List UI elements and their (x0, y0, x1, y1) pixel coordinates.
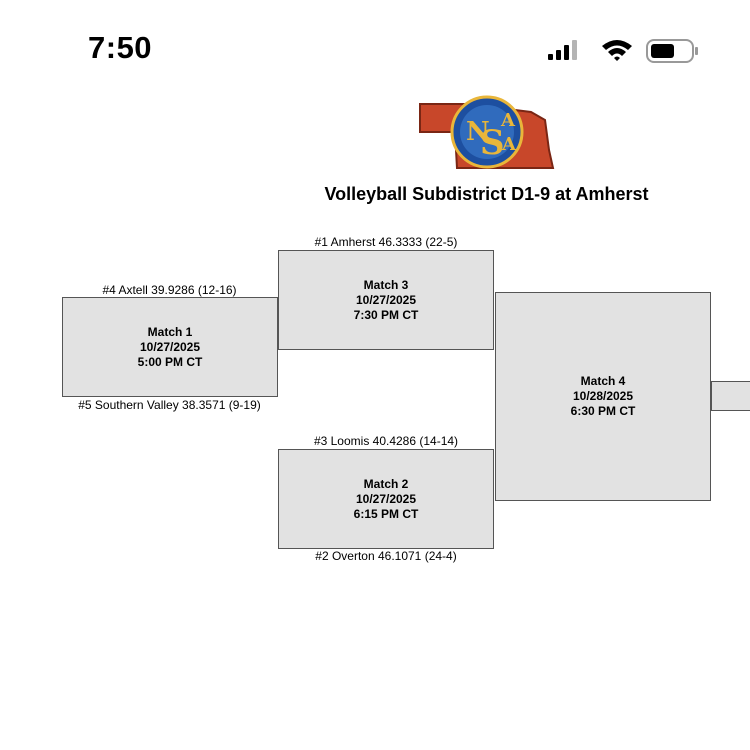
match-3-name: Match 3 (363, 277, 409, 292)
team-seed3-label: #3 Loomis 40.4286 (14-14) (313, 434, 459, 448)
wifi-icon (602, 40, 632, 61)
bracket-title: Volleyball Subdistrict D1-9 at Amherst (324, 184, 649, 204)
svg-text:N: N (466, 117, 490, 147)
svg-text:S: S (480, 123, 505, 163)
nsaa-logo: N S A A (417, 92, 555, 172)
svg-text:A: A (501, 134, 517, 155)
match-4-time: 6:30 PM CT (570, 404, 636, 418)
match-1-name: Match 1 (147, 324, 193, 339)
match-3-time: 7:30 PM CT (353, 307, 419, 322)
match-1-time: 5:00 PM CT (137, 354, 203, 369)
match-4-name: Match 4 (580, 374, 626, 388)
battery-icon (646, 39, 698, 63)
svg-text:A: A (500, 110, 516, 131)
team-seed5-label: #5 Southern Valley 38.3571 (9-19) (78, 398, 261, 412)
status-time: 7:50 (88, 30, 153, 65)
match-3-box[interactable]: Match 3 10/27/2025 7:30 PM CT (278, 250, 494, 350)
team-seed2-label: #2 Overton 46.1071 (24-4) (315, 549, 457, 563)
match-3-date: 10/27/2025 (355, 292, 417, 307)
match-2-box[interactable]: Match 2 10/27/2025 6:15 PM CT (278, 449, 494, 549)
team-seed1-label: #1 Amherst 46.3333 (22-5) (314, 235, 458, 249)
team-seed4-label: #4 Axtell 39.9286 (12-16) (102, 283, 237, 297)
status-icons (548, 38, 703, 69)
match-2-date: 10/27/2025 (355, 491, 417, 506)
match-1-box[interactable]: Match 1 10/27/2025 5:00 PM CT (62, 297, 278, 397)
match-4-date: 10/28/2025 (572, 389, 634, 403)
match-1-date: 10/27/2025 (139, 339, 201, 354)
match-4-box[interactable]: Match 4 10/28/2025 6:30 PM CT (495, 292, 711, 501)
match-2-time: 6:15 PM CT (353, 506, 419, 521)
match-2-name: Match 2 (363, 476, 409, 491)
cellular-signal-icon (548, 40, 577, 60)
champion-slot (711, 381, 750, 411)
